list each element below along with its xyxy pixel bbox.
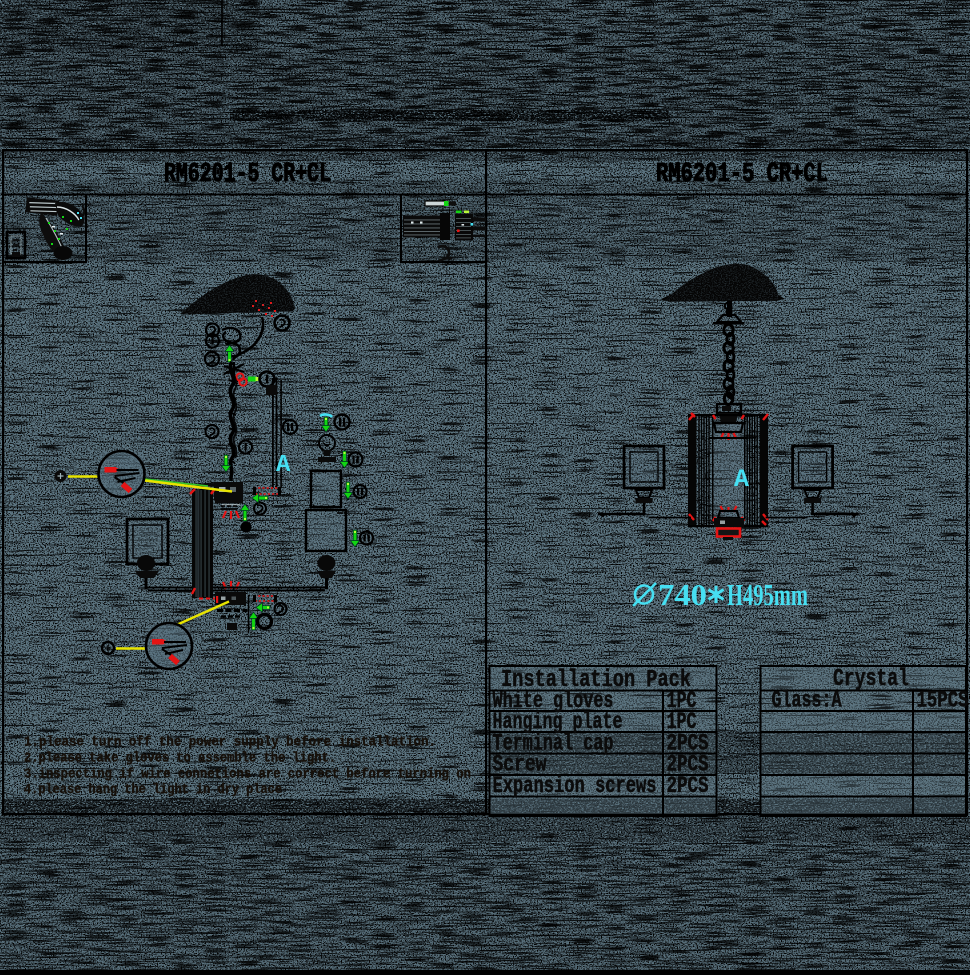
svg-text:15PCS: 15PCS (917, 688, 969, 714)
svg-text:1PC: 1PC (667, 688, 697, 714)
svg-text:1.please turn off the power su: 1.please turn off the power supply befor… (24, 736, 436, 751)
svg-text:Expansion screws: Expansion screws (493, 773, 657, 799)
svg-text:White gloves: White gloves (493, 688, 614, 714)
svg-text:Hanging plate: Hanging plate (493, 709, 623, 735)
svg-text:Installation Pack: Installation Pack (501, 667, 691, 694)
svg-text:740: 740 (658, 578, 707, 612)
svg-text:H495mm: H495mm (727, 577, 808, 612)
svg-text:RM6201-5 CR+CL: RM6201-5 CR+CL (656, 160, 828, 190)
svg-text:4.please hang the light in dry: 4.please hang the light in dry place (24, 783, 282, 798)
svg-text:2PCS: 2PCS (667, 730, 709, 756)
svg-text:RM6201-5 CR+CL: RM6201-5 CR+CL (164, 160, 331, 190)
svg-text:2PCS: 2PCS (667, 752, 709, 778)
svg-text:A: A (276, 452, 291, 479)
svg-text:Screw: Screw (493, 752, 547, 778)
svg-text:3.inspecting if wire connetion: 3.inspecting if wire connetions are corr… (24, 767, 471, 782)
svg-text:2PCS: 2PCS (667, 773, 709, 799)
svg-text:Glass:A: Glass:A (772, 688, 842, 714)
svg-text:2.please take gloves to assemb: 2.please take gloves to assemble the lig… (24, 751, 336, 766)
svg-text:Terminal cap: Terminal cap (493, 730, 614, 756)
svg-text:Crystal: Crystal (833, 666, 909, 693)
svg-text:A: A (734, 465, 749, 494)
svg-text:1PC: 1PC (667, 709, 697, 735)
